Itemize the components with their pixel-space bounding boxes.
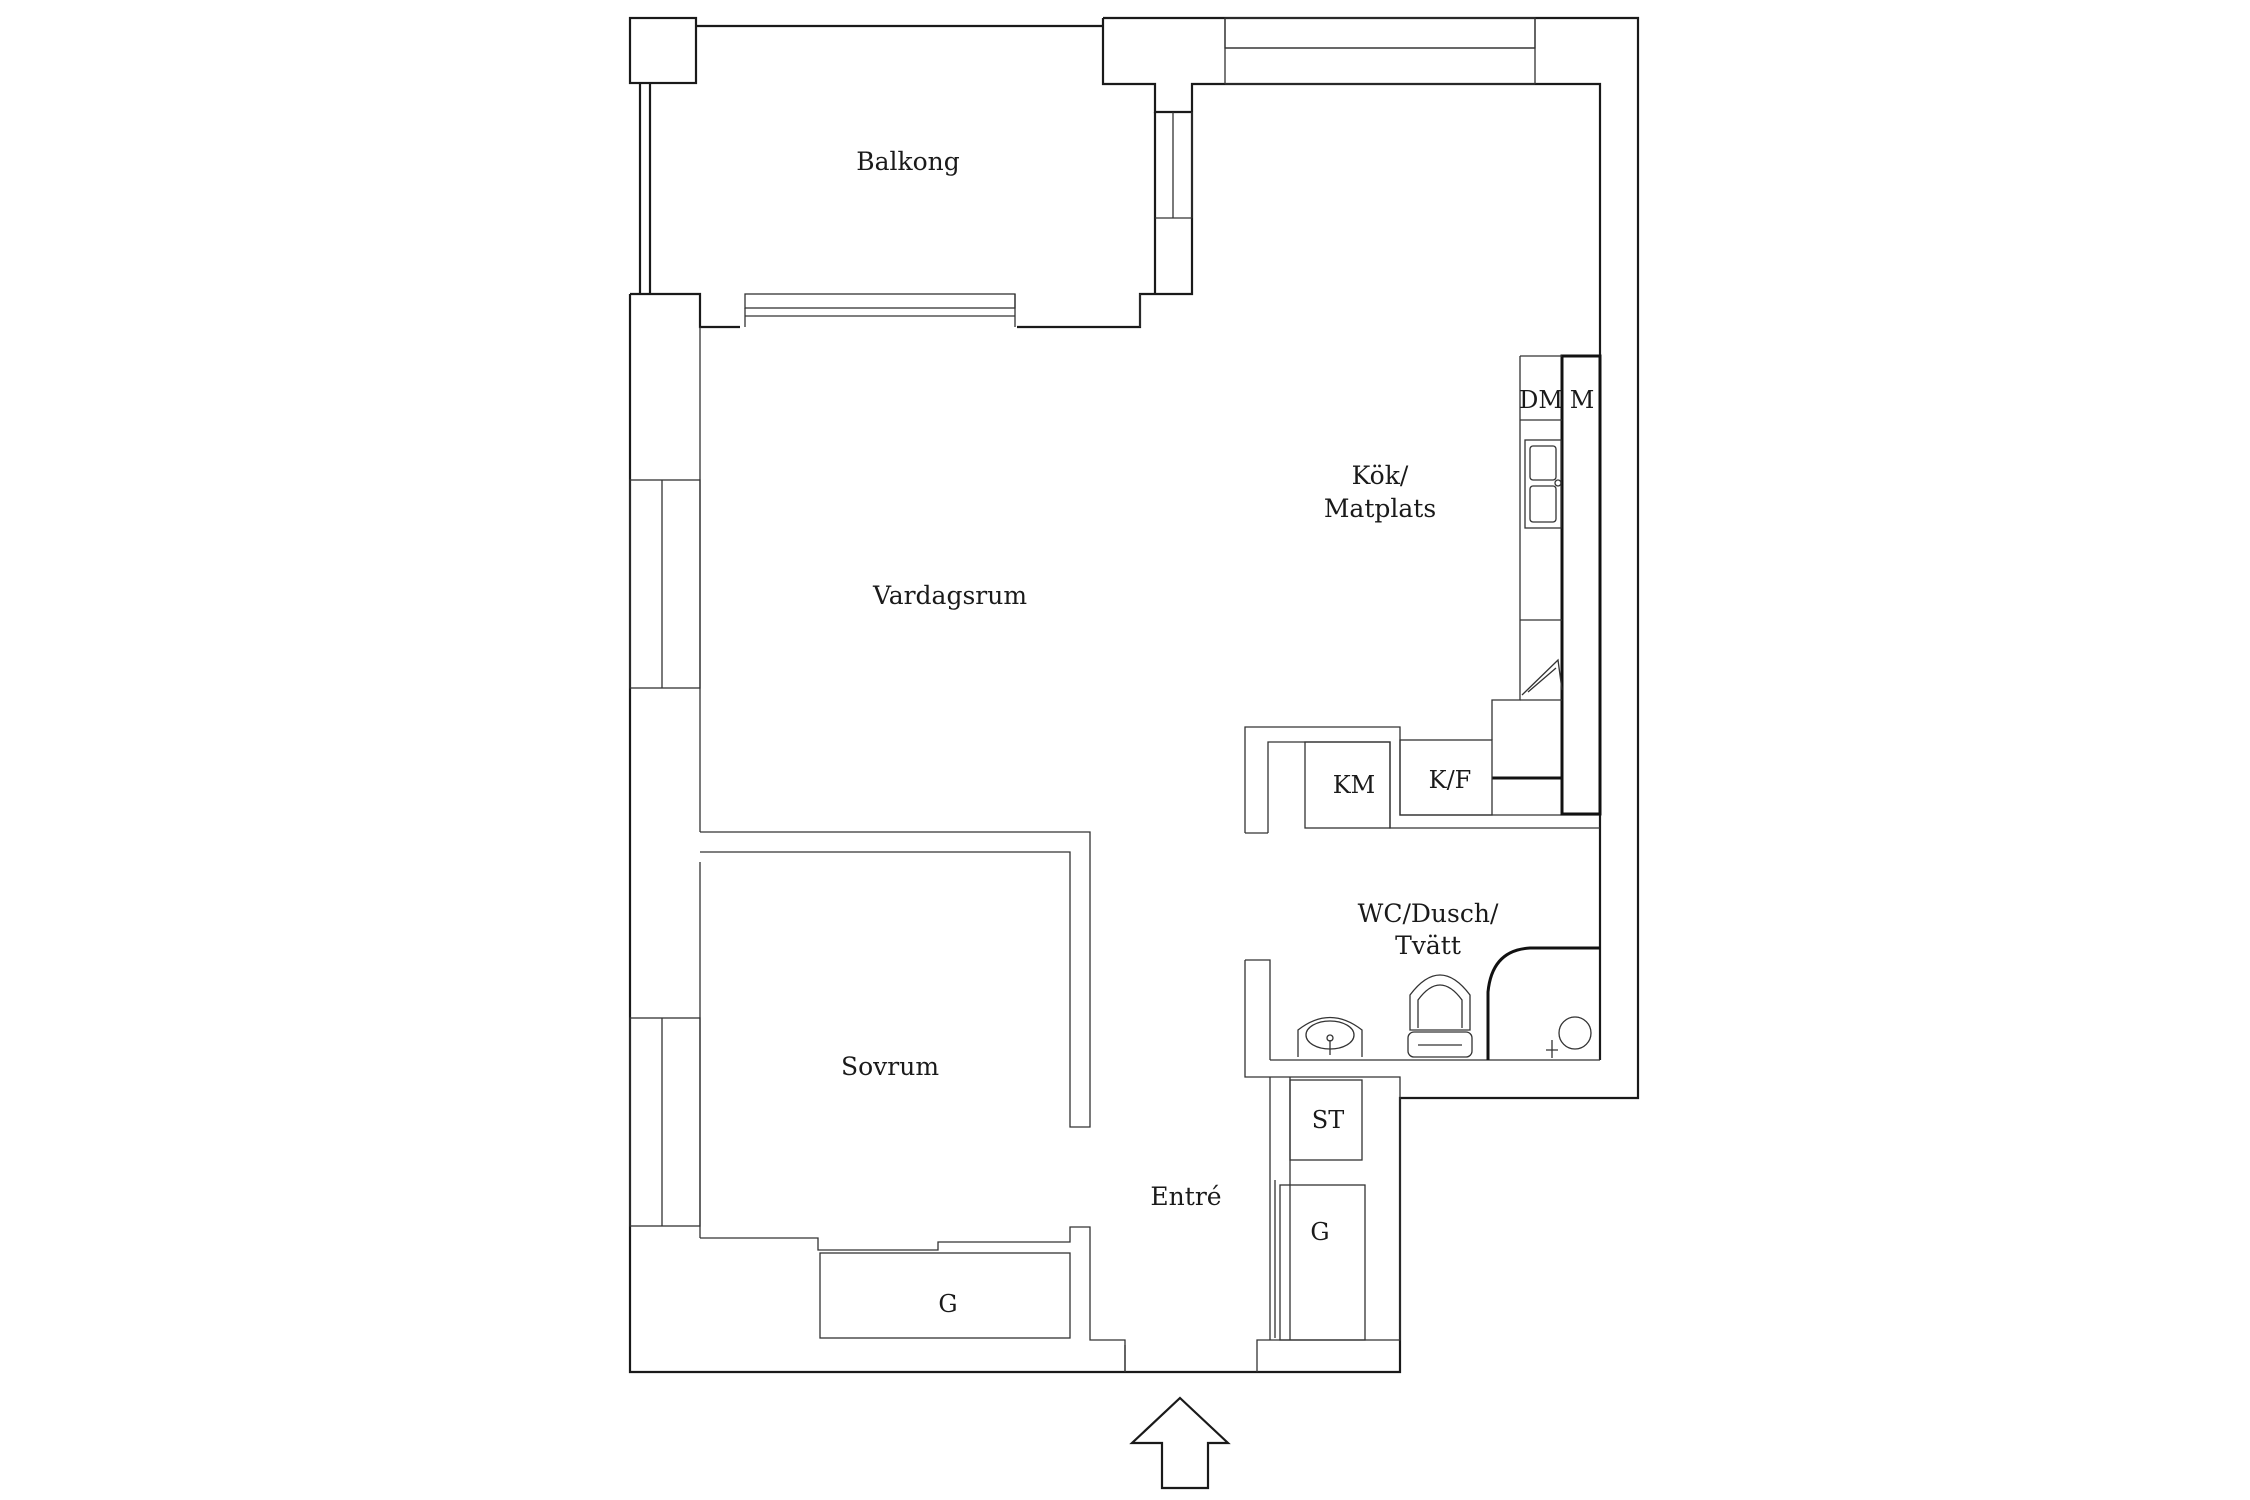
label-microwave: M	[1570, 386, 1595, 414]
label-washing-machine: KM	[1333, 771, 1376, 799]
storage-cabinet	[1289, 1079, 1363, 1161]
fixture-labels: DM M K/F KM ST G G	[938, 386, 1594, 1318]
kitchen-sink-icon	[1524, 439, 1562, 529]
bathroom-fixtures	[1297, 946, 1600, 1060]
label-bedroom-wardrobe: G	[938, 1290, 957, 1318]
label-fridge-freezer: K/F	[1429, 766, 1472, 794]
stove-icon	[1521, 658, 1563, 696]
kitchen-fixtures	[1304, 354, 1602, 829]
entrance-arrow-icon	[1129, 1396, 1231, 1490]
label-hall-wardrobe: G	[1310, 1218, 1329, 1246]
label-dishwasher: DM	[1519, 386, 1563, 414]
fridge-freezer-box	[1399, 739, 1493, 816]
living-window-west	[629, 479, 701, 689]
living-window-north	[744, 293, 1016, 309]
west-windows	[629, 479, 701, 1227]
label-entrance-hall: Entré	[1150, 1182, 1221, 1211]
living-bedroom-wall	[700, 831, 1091, 1128]
outer-wall	[628, 16, 1640, 1374]
label-kitchen-line1: Kök/	[1352, 461, 1409, 490]
label-kitchen-line2: Matplats	[1324, 494, 1436, 523]
bathroom-wall	[1244, 959, 1600, 1098]
entrance-opening	[1124, 1339, 1275, 1372]
bedroom-south-wall	[700, 1226, 1126, 1372]
balcony-outline	[638, 24, 1157, 294]
north-wall-column	[1101, 18, 1192, 114]
washbasin-icon	[1297, 1017, 1363, 1057]
hall-wardrobe	[1279, 1184, 1366, 1341]
bedroom-wardrobe	[819, 1252, 1071, 1339]
label-living-room: Vardagsrum	[872, 581, 1027, 610]
label-balcony: Balkong	[856, 147, 960, 176]
balcony-corner-column	[628, 16, 698, 85]
tall-cabinet-column	[1560, 354, 1602, 816]
shower-icon	[1486, 946, 1600, 1060]
washing-machine-box	[1304, 741, 1391, 829]
kitchen-partition	[1244, 726, 1600, 834]
toilet-icon	[1407, 974, 1473, 1058]
room-labels: Balkong Vardagsrum Kök/ Matplats Sovrum …	[841, 147, 1499, 1211]
interior-walls	[700, 726, 1600, 1372]
label-bedroom: Sovrum	[841, 1052, 939, 1081]
bedroom-window-west	[629, 1017, 701, 1227]
kitchen-counter	[1491, 356, 1521, 740]
outer-walls	[628, 16, 1640, 1374]
balcony-door	[1139, 112, 1193, 327]
label-bathroom-line1: WC/Dusch/	[1358, 899, 1499, 928]
label-storage: ST	[1312, 1106, 1344, 1134]
label-bathroom-line2: Tvätt	[1395, 931, 1461, 960]
north-window	[1224, 17, 1536, 49]
